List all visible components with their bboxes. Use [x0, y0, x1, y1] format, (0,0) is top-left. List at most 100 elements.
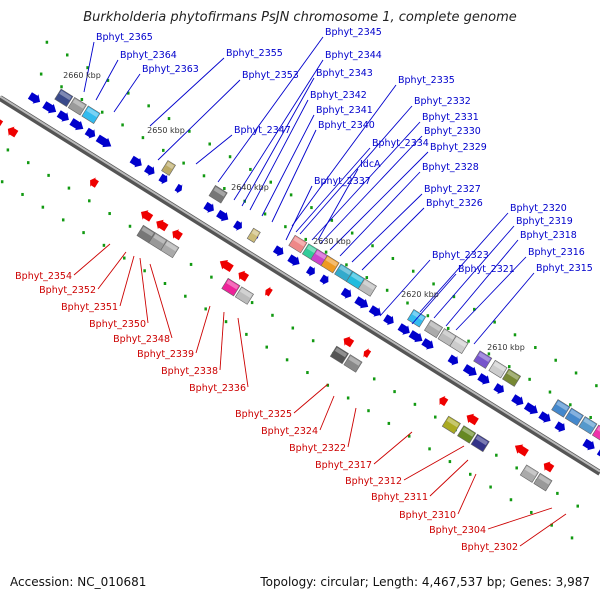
forward-gene-arrow [340, 287, 352, 299]
track-dot [271, 313, 274, 317]
track-dot [265, 345, 268, 349]
forward-gene-label: Bphyt_2353 [242, 70, 299, 81]
track-dot [487, 352, 491, 356]
scale-label: 2660 kbp [63, 71, 101, 80]
track-dot [406, 301, 409, 305]
forward-gene-arrow [554, 421, 565, 433]
track-dot [184, 294, 187, 298]
track-dot [263, 212, 267, 216]
forward-gene-label: Bphyt_2316 [528, 247, 585, 258]
track-dot [548, 390, 552, 394]
forward-gene-arrow [95, 134, 112, 148]
track-dot [550, 523, 553, 527]
forward-gene-box [208, 185, 228, 204]
track-dot [67, 186, 71, 190]
leader-line [233, 59, 324, 201]
track-dot [310, 206, 313, 210]
map-title: Burkholderia phytofirmans PsJN chromosom… [83, 10, 517, 25]
track-dot [391, 256, 395, 260]
leader-line [261, 114, 315, 217]
track-dot [432, 282, 435, 286]
track-dot [82, 231, 85, 235]
track-dot [223, 187, 226, 191]
reverse-gene-box [441, 415, 461, 435]
reverse-gene-box [519, 464, 539, 483]
track-dot [534, 346, 537, 350]
forward-gene-label: Bphyt_2330 [424, 126, 481, 137]
forward-gene-arrow [287, 254, 300, 266]
leader-line [219, 311, 225, 371]
track-dot [371, 244, 374, 248]
forward-gene-label: Bphyt_2364 [120, 50, 177, 61]
track-dot [182, 161, 185, 165]
forward-gene-label: Bphyt_2334 [372, 138, 429, 149]
forward-gene-label: Bphyt_2341 [316, 105, 373, 116]
leader-line [347, 407, 357, 448]
forward-gene-arrow [383, 314, 394, 326]
track-dot [249, 167, 252, 171]
track-dot [167, 117, 171, 121]
forward-gene-arrow [397, 323, 410, 335]
leader-line [149, 263, 173, 339]
track-dot [26, 161, 30, 165]
reverse-gene-label: Bphyt_2338 [161, 366, 218, 377]
reverse-gene-arrow [514, 444, 529, 457]
reverse-gene-box [329, 345, 349, 365]
forward-gene-label: Bphyt_2327 [424, 184, 481, 195]
leader-line [237, 317, 249, 388]
track-dot [324, 250, 328, 254]
forward-gene-box [320, 254, 340, 274]
track-dot [102, 243, 106, 247]
leader-line [351, 193, 423, 263]
forward-gene-arrow [233, 220, 242, 231]
leader-line [299, 105, 413, 235]
forward-gene-label: Bphyt_2365 [96, 32, 153, 43]
forward-gene-label: Bphyt_2345 [325, 27, 382, 38]
track-dot [245, 332, 248, 336]
track-dot [45, 40, 49, 44]
track-dot [100, 110, 104, 114]
forward-gene-arrow [596, 447, 600, 459]
forward-gene-box [551, 399, 571, 418]
track-dot [39, 72, 43, 76]
forward-gene-label: Bphyt_2328 [422, 162, 479, 173]
reverse-gene-arrow [343, 336, 355, 348]
track-dot [304, 237, 307, 241]
reverse-gene-box [160, 239, 180, 259]
leader-line [339, 171, 421, 257]
track-dot [21, 192, 24, 196]
leader-line [195, 134, 233, 165]
track-dot [269, 180, 273, 184]
genome-backbone-highlight [0, 95, 600, 473]
forward-gene-arrow [203, 201, 214, 213]
forward-gene-label: Bphyt_2321 [458, 264, 515, 275]
forward-gene-arrow [582, 438, 595, 451]
reverse-gene-label: Bphyt_2304 [429, 525, 486, 536]
leader-line [429, 459, 469, 497]
leader-line [139, 257, 149, 324]
reverse-gene-arrow [7, 126, 19, 138]
scale-label: 2630 kbp [313, 237, 351, 246]
forward-gene-box [578, 416, 598, 435]
track-dot [141, 136, 145, 140]
reverse-gene-box [457, 425, 477, 444]
reverse-gene-label: Bphyt_2348 [113, 334, 170, 345]
track-dot [88, 199, 91, 203]
track-dot [228, 155, 232, 159]
track-dot [188, 129, 191, 133]
forward-gene-box [54, 88, 74, 107]
forward-gene-arrow [354, 296, 369, 309]
track-dot [489, 485, 492, 489]
track-dot [189, 262, 193, 266]
forward-gene-label: Bphyt_2335 [398, 75, 455, 86]
track-dot [86, 66, 89, 70]
forward-gene-arrow [305, 266, 315, 277]
reverse-gene-arrow [219, 260, 234, 273]
forward-gene-box [502, 368, 522, 387]
track-dot [210, 275, 213, 279]
track-dot [80, 97, 84, 101]
forward-gene-label: Bphyt_2320 [510, 203, 567, 214]
reverse-gene-label: Bphyt_2325 [235, 409, 292, 420]
reverse-gene-arrow [90, 177, 99, 188]
track-dot [208, 142, 211, 146]
